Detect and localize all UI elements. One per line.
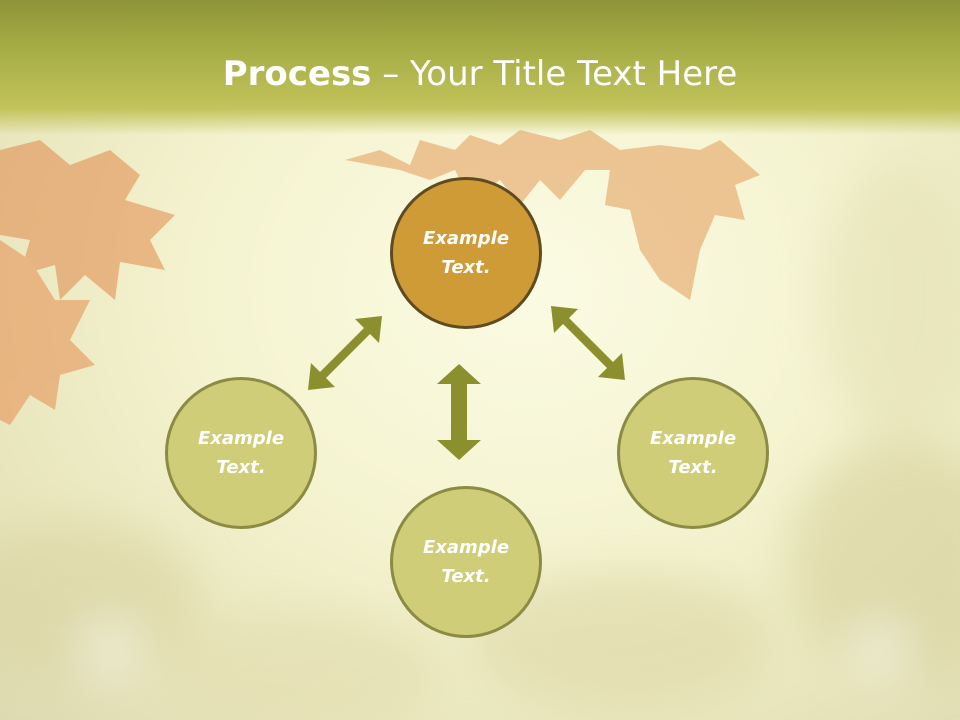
title-bold: Process [222,54,372,94]
process-node-left: Example Text. [165,377,317,529]
node-bottom-line1: Example [422,537,510,558]
double-arrow-down-icon [437,364,481,460]
title-banner [0,0,960,135]
node-right-line1: Example [649,428,737,449]
maple-leaf-left [0,140,175,300]
double-arrow-right-icon [551,306,625,380]
node-center-line2: Text. [441,257,491,278]
process-node-right: Example Text. [617,377,769,529]
maple-leaf-left-lower [0,240,95,425]
node-center-line1: Example [422,228,510,249]
double-arrow-left-icon [308,316,382,390]
node-left-line1: Example [197,428,285,449]
node-left-line2: Text. [216,457,266,478]
node-right-line2: Text. [668,457,718,478]
node-bottom-line2: Text. [441,566,491,587]
title-rest: – Your Title Text Here [371,54,738,94]
maple-leaf-top [345,130,760,300]
process-node-center: Example Text. [390,177,542,329]
slide-title: Process – Your Title Text Here [0,50,960,98]
process-node-bottom: Example Text. [390,486,542,638]
